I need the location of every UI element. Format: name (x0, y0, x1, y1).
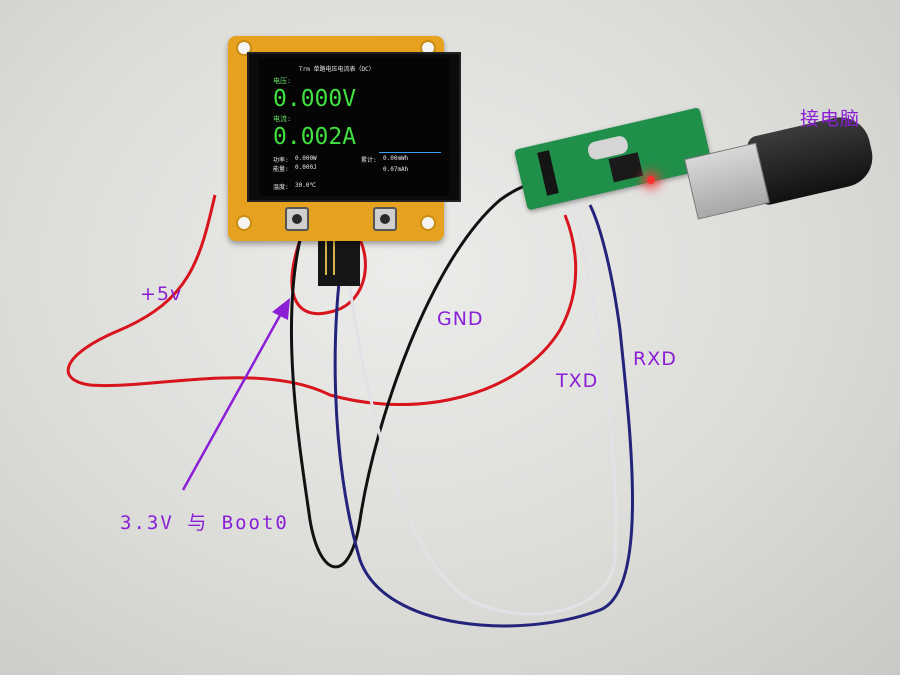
label-rxd: RXD (633, 348, 677, 370)
label-boot: 3.3V 与 Boot0 (120, 512, 289, 534)
power-led (647, 176, 655, 184)
black-wire (289, 178, 576, 569)
temp-label: 温度: (273, 184, 289, 191)
accum-label: 累计: (361, 157, 377, 164)
mount-hole (420, 215, 436, 231)
voltage-label: 电压: (273, 77, 292, 85)
voltage-value: 0.000V (273, 86, 357, 112)
power-value: 0.000W (295, 155, 317, 162)
white-wire (343, 199, 618, 616)
label-pc: 接电脑 (800, 108, 861, 130)
lcd-inner: Trm 单路电压电流表（DC） 电压: 0.000V 电流: 0.002A 功率… (259, 58, 449, 196)
lcd-screen: Trm 单路电压电流表（DC） 电压: 0.000V 电流: 0.002A 功率… (247, 52, 461, 202)
power-label: 功率: (273, 157, 289, 164)
label-5v: +5v (140, 283, 183, 305)
left-push-button[interactable] (285, 207, 309, 231)
energy-label: 能量: (273, 166, 289, 173)
red-wire (66, 194, 578, 406)
lcd-divider (379, 152, 441, 153)
temp-value: 30.0℃ (295, 182, 317, 189)
label-txd: TXD (556, 370, 599, 392)
chip (608, 152, 644, 183)
blue-wire (333, 204, 634, 628)
energy-value: 0.000J (295, 164, 317, 171)
accum-wh: 0.00mWh (383, 155, 409, 162)
right-push-button[interactable] (373, 207, 397, 231)
current-value: 0.002A (273, 124, 357, 150)
lcd-title: Trm 单路电压电流表（DC） (299, 66, 375, 73)
current-label: 电流: (273, 115, 292, 123)
label-gnd: GND (437, 308, 484, 330)
mount-hole (236, 215, 252, 231)
ttl-pin-header (537, 150, 559, 196)
pin-header (318, 236, 360, 286)
accum-ah: 0.07mAh (383, 166, 409, 173)
annotation-arrow (181, 309, 285, 491)
annotation-arrowhead (272, 298, 290, 320)
